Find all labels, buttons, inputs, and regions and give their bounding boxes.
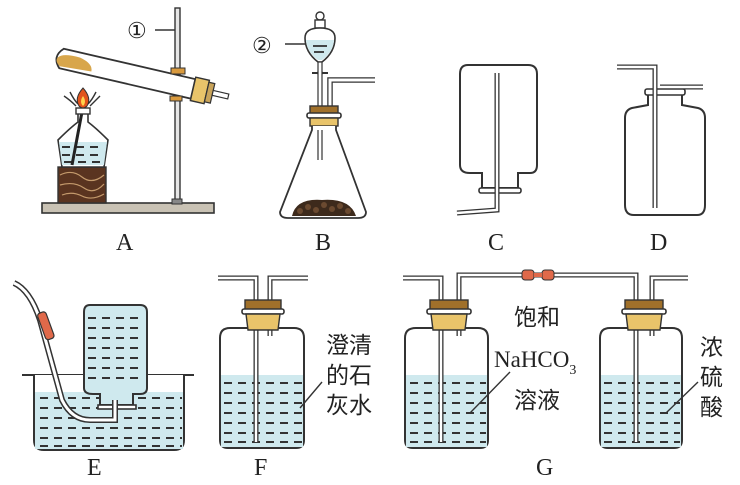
apparatus-d: D	[617, 64, 706, 256]
label-b: B	[315, 230, 331, 256]
reagent-label-nahco3-3: 溶液	[514, 388, 560, 414]
apparatus-g: 饱和 NaHCO3 溶液 浓 硫 酸 G	[403, 269, 723, 481]
label-c: C	[488, 230, 504, 256]
label-d: D	[650, 230, 667, 256]
formula-subscript: 3	[569, 363, 576, 378]
rubber-connector	[521, 269, 535, 281]
reagent-label-h2so4-2: 硫	[700, 365, 723, 391]
callout-marker-2: ②	[252, 33, 272, 58]
apparatus-c: C	[456, 64, 538, 256]
apparatus-e: E	[12, 280, 194, 481]
gas-washing-bottle-1	[404, 327, 489, 449]
label-e: E	[87, 455, 102, 481]
label-g: G	[536, 455, 553, 481]
apparatus-f: 澄清 的石 灰水 F	[218, 275, 372, 481]
label-f: F	[254, 455, 267, 481]
gas-washing-bottle-2	[599, 327, 683, 449]
reagent-label-nahco3-1: 饱和	[514, 305, 560, 331]
rubber-tube	[37, 311, 55, 341]
callout-marker-1: ①	[127, 18, 147, 43]
gas-bottle	[624, 95, 706, 216]
apparatus-b: ② B	[252, 11, 375, 256]
reagent-label-nahco3-formula: NaHCO3	[494, 347, 576, 378]
reagent-label-h2so4-1: 浓	[700, 335, 723, 361]
iron-stand-rod	[174, 7, 181, 204]
iron-stand-base	[41, 202, 215, 214]
reagent-label-h2so4-3: 酸	[700, 395, 723, 421]
conical-flask	[279, 126, 367, 219]
formula-main: NaHCO	[494, 347, 569, 372]
test-tube	[55, 47, 230, 105]
collecting-bottle	[83, 304, 148, 406]
gas-washing-bottle	[219, 327, 305, 449]
wood-block	[57, 166, 107, 204]
reagent-label-limewater-2: 的石	[326, 363, 372, 389]
label-a: A	[116, 230, 134, 256]
reagent-label-limewater-1: 澄清	[326, 333, 372, 359]
apparatus-a: ① A	[41, 7, 230, 256]
reagent-label-limewater-3: 灰水	[326, 393, 372, 419]
